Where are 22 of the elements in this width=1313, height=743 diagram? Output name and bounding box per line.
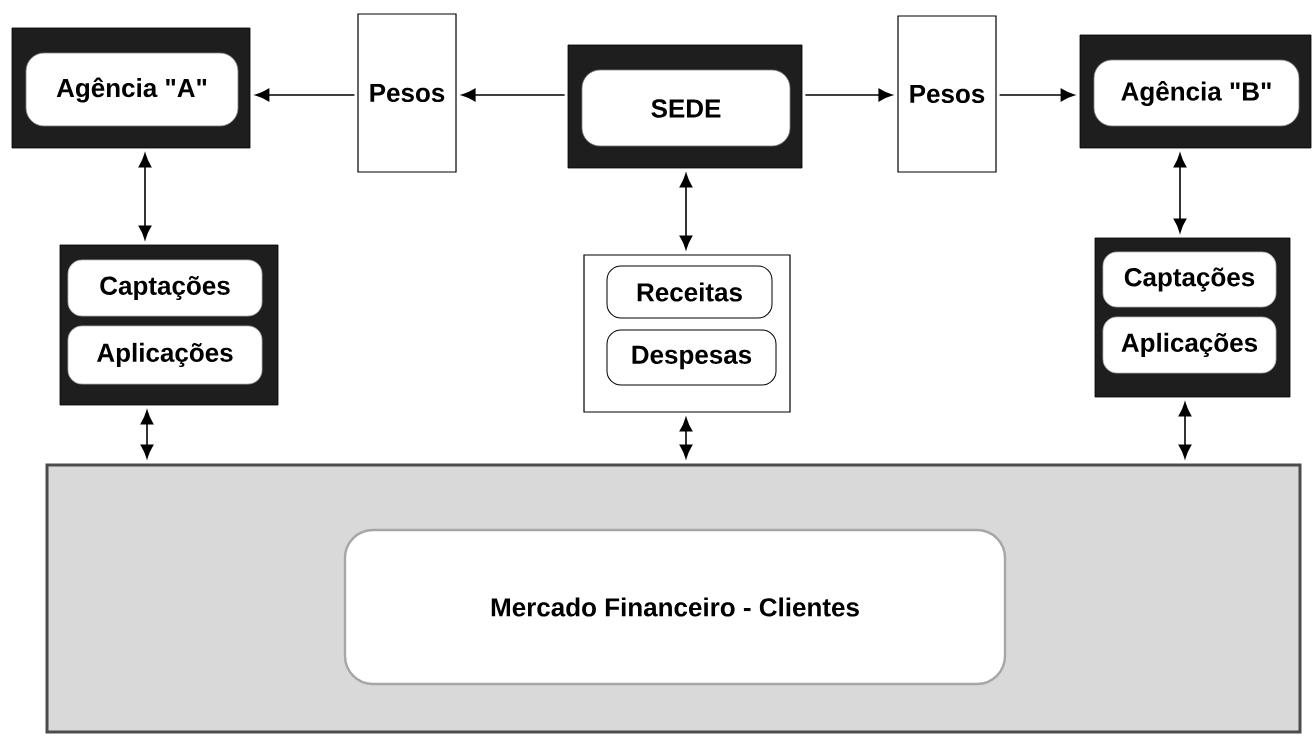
agency-box: Agência "A": [11, 27, 251, 149]
arrow: [1178, 402, 1192, 459]
label-box: Captações: [1102, 251, 1277, 308]
label-box: Aplicações: [67, 325, 263, 385]
arrow: [140, 410, 154, 459]
arrow: [679, 173, 693, 250]
label-box: Receitas: [606, 265, 773, 319]
agency-box: Agência "B": [1079, 34, 1312, 149]
label-box: Aplicações: [1102, 316, 1277, 374]
arrow: [255, 88, 356, 102]
market-band: Mercado Financeiro - Clientes: [45, 463, 1302, 734]
agency-box: SEDE: [567, 44, 803, 169]
label-box: Despesas: [606, 329, 777, 386]
weight-box: Pesos: [357, 13, 457, 173]
arrow: [1173, 153, 1187, 233]
arrow: [998, 88, 1075, 102]
arrow: [138, 153, 152, 240]
label-box: Captações: [67, 259, 263, 317]
arrow: [679, 417, 693, 459]
arrow: [804, 88, 893, 102]
arrow: [461, 88, 566, 102]
weight-box: Pesos: [897, 15, 997, 173]
